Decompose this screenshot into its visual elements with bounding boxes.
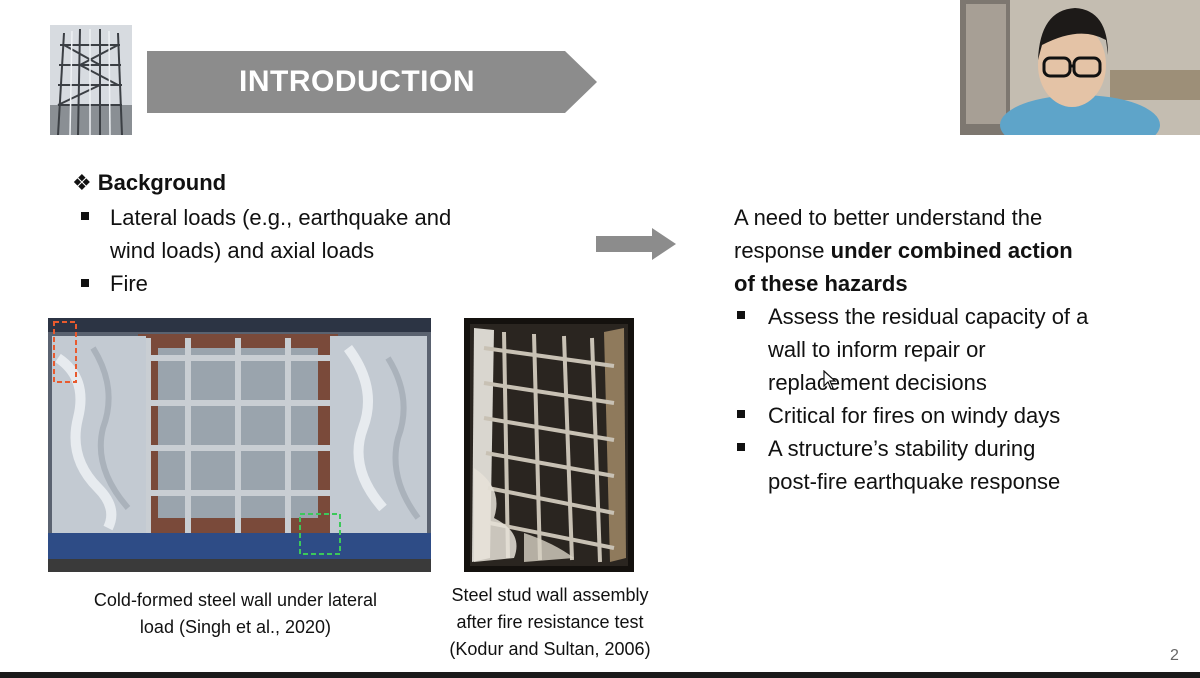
need-line-1: A need to better understand the — [734, 205, 1043, 230]
square-bullet-icon — [737, 311, 745, 319]
photo1-caption: Cold-formed steel wall under lateral loa… — [48, 587, 423, 641]
square-bullet-icon — [737, 443, 745, 451]
need-line-2-plain: response — [734, 238, 831, 263]
photo2-caption-line-2: after fire resistance test — [456, 612, 644, 632]
background-heading-text: Background — [97, 170, 227, 195]
need-item-2: Critical for fires on windy days — [768, 403, 1061, 428]
background-item-2: Fire — [110, 271, 148, 296]
photo1-caption-line-2: load (Singh et al., 2020) — [139, 617, 332, 637]
background-item-1-line-1: Lateral loads (e.g., earthquake and — [110, 205, 452, 230]
photo2-caption: Steel stud wall assembly after fire resi… — [424, 582, 676, 663]
background-heading: ❖Background — [72, 170, 226, 196]
title-banner — [147, 51, 597, 113]
need-item-1-line-1: Assess the residual capacity of a — [768, 304, 1089, 329]
page-number: 2 — [1170, 647, 1179, 664]
photo2-caption-line-3: (Kodur and Sultan, 2006) — [449, 639, 651, 659]
photo2-caption-line-1: Steel stud wall assembly — [451, 585, 649, 605]
webcam-video[interactable] — [960, 0, 1200, 135]
need-item-3-line-2: post-fire earthquake response — [768, 469, 1061, 494]
bottom-edge-bar — [0, 672, 1200, 678]
diamond-bullet-icon: ❖ — [72, 170, 92, 195]
slide-title: INTRODUCTION — [239, 65, 475, 98]
need-item-3-line-1: A structure’s stability during — [768, 436, 1036, 461]
photo1-caption-line-1: Cold-formed steel wall under lateral — [93, 590, 378, 610]
need-line-2: response under combined action — [734, 234, 1073, 267]
need-item-1-line-3: replacement decisions — [768, 370, 987, 395]
photo-cold-formed-steel-wall — [48, 318, 431, 572]
background-item-1-line-2: wind loads) and axial loads — [110, 238, 375, 263]
square-bullet-icon — [81, 212, 89, 220]
right-arrow-icon — [596, 228, 676, 260]
photo-steel-stud-wall-after-fire — [464, 318, 634, 572]
need-item-1-line-2: wall to inform repair or — [768, 337, 986, 362]
square-bullet-icon — [81, 279, 89, 287]
header-thumbnail-image — [50, 25, 132, 135]
need-line-2-bold: under combined action — [830, 238, 1073, 263]
square-bullet-icon — [737, 410, 745, 418]
mouse-cursor-icon — [823, 370, 837, 390]
need-line-3: of these hazards — [734, 271, 908, 296]
